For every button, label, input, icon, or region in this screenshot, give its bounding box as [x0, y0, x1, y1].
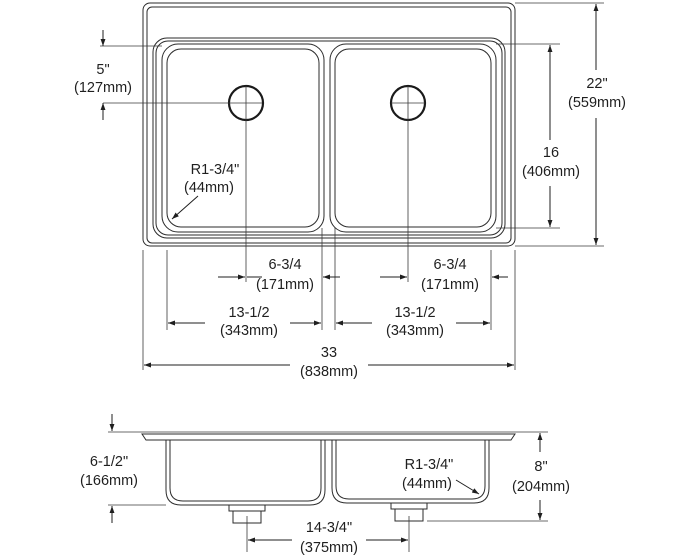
bowl-length-inches: 16 — [543, 145, 559, 161]
overall-width-mm: (838mm) — [300, 364, 358, 380]
left-drain-flange — [228, 504, 266, 512]
sink-rim-inner — [155, 40, 503, 236]
right-bowl-width-mm: (343mm) — [386, 323, 444, 339]
drain-offset-mm: (127mm) — [74, 80, 132, 96]
corner-radius-inches: R1-3/4" — [191, 162, 240, 178]
left-bowl-width-mm: (343mm) — [220, 323, 278, 339]
bowl-length-mm: (406mm) — [522, 164, 580, 180]
overall-depth-mm: (559mm) — [568, 95, 626, 111]
right-bowl-profile-inner — [335, 440, 486, 500]
left-bowl-profile-outer — [165, 440, 326, 506]
corner-radius-leader — [171, 195, 199, 220]
drain-spacing-mm: (375mm) — [300, 540, 358, 556]
sink-deck-outline — [142, 2, 516, 247]
left-bowl-profile-inner — [169, 440, 322, 502]
left-bowl-width-inches: 13-1/2 — [228, 305, 269, 321]
right-drain-flange — [390, 502, 428, 510]
left-drain-dim-inches: 6-3/4 — [268, 257, 301, 273]
drain-offset-inches: 5" — [96, 62, 109, 78]
left-bowl-outer — [161, 43, 325, 233]
right-bowl-outer — [329, 43, 497, 233]
sink-deck-inner-edge — [146, 6, 512, 244]
top-view: 5" (127mm) R1-3/4" (44mm) 16 (406mm) 22"… — [74, 2, 626, 380]
right-bowl-inner — [334, 48, 492, 228]
overall-depth-inches: 22" — [586, 76, 607, 92]
right-drain-dim-inches: 6-3/4 — [433, 257, 466, 273]
side-view: 6-1/2" (166mm) R1-3/4" (44mm) 8" (204mm)… — [80, 414, 570, 556]
right-depth-mm: (204mm) — [512, 479, 570, 495]
side-flange — [141, 433, 516, 441]
overall-width-inches: 33 — [321, 345, 337, 361]
corner-radius-mm: (44mm) — [184, 180, 234, 196]
side-corner-radius-mm: (44mm) — [402, 476, 452, 492]
sink-rim-outer — [152, 37, 506, 239]
left-drain-dim-mm: (171mm) — [256, 277, 314, 293]
drain-spacing-inches: 14-3/4" — [306, 520, 352, 536]
left-depth-mm: (166mm) — [80, 473, 138, 489]
right-depth-inches: 8" — [534, 459, 547, 475]
side-corner-radius-leader — [455, 479, 480, 495]
right-bowl-width-inches: 13-1/2 — [394, 305, 435, 321]
left-bowl-inner — [166, 48, 320, 228]
left-depth-inches: 6-1/2" — [90, 454, 128, 470]
right-drain-dim-mm: (171mm) — [421, 277, 479, 293]
side-corner-radius-inches: R1-3/4" — [405, 457, 454, 473]
